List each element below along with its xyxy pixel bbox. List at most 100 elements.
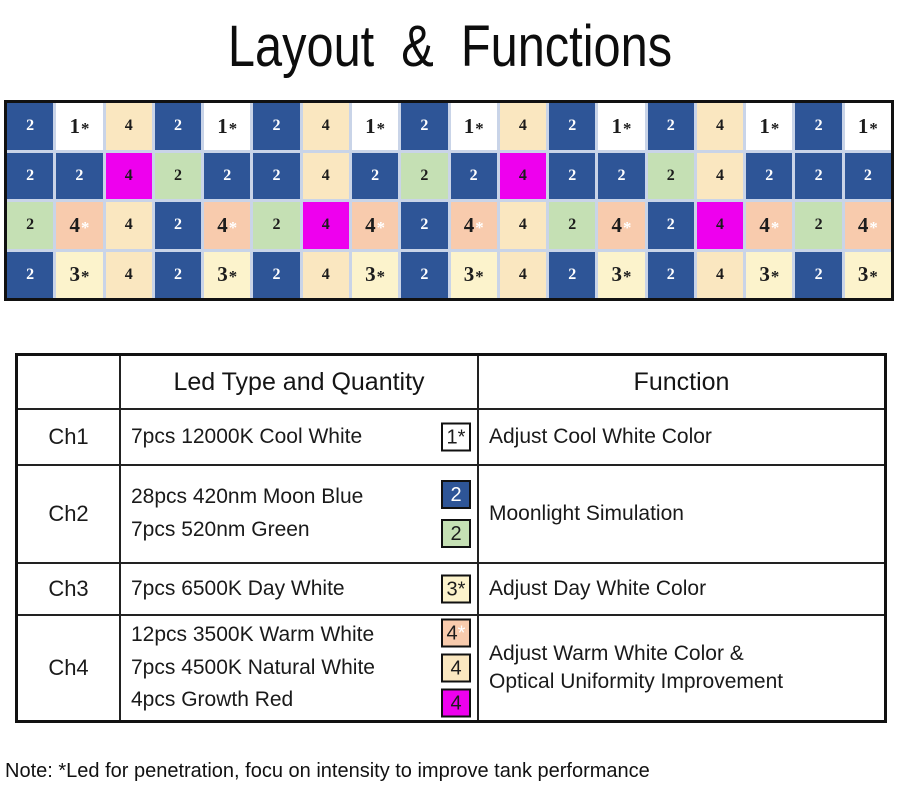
led-cell-r3-c4: 2 [154,202,202,249]
led-cell-r2-c2: 2 [56,152,103,199]
led-swatch: 3* [441,574,471,604]
led-cell-r1-c14: 2 [647,103,694,150]
led-cell-r3-c18: 4* [844,202,891,249]
header-cell-led-type: Led Type and Quantity [119,356,477,408]
led-cell-r4-c14: 2 [647,251,694,298]
led-cell-r3-c7: 4 [302,202,349,249]
led-cell-r1-c16: 1* [746,103,793,150]
channel-cell: Ch4 [48,655,89,680]
led-cell-r4-c4: 2 [154,251,202,298]
led-swatch: 2 [441,519,471,548]
led-cell-r3-c13: 4* [598,202,645,249]
swatch-stack: 1* [441,422,471,452]
led-cell-r2-c16: 2 [746,152,793,199]
led-cell-r4-c15: 4 [696,251,744,298]
led-cell-r1-c5: 1* [204,103,251,150]
led-type-cell: 7pcs 12000K Cool White 1* [119,410,477,464]
led-cell-r1-c4: 2 [154,103,202,150]
led-cell-r4-c3: 4 [105,251,152,298]
led-cell-r1-c2: 1* [56,103,103,150]
led-swatch: 2 [441,480,471,509]
led-cell-r4-c7: 4 [302,251,349,298]
table-row-ch1: Ch1 7pcs 12000K Cool White 1*Adjust Cool W… [18,408,884,464]
led-cell-r2-c4: 2 [154,152,202,199]
led-line: 7pcs 12000K Cool White [131,424,363,448]
led-line: 28pcs 420nm Moon Blue [131,485,364,509]
led-line: 4pcs Growth Red [131,688,294,712]
led-cell-r3-c10: 4* [450,202,497,249]
led-cell-r2-c6: 2 [253,152,300,199]
led-cell-r2-c9: 2 [401,152,448,199]
led-cell-r4-c18: 3* [844,251,891,298]
led-cell-r4-c12: 2 [549,251,596,298]
led-cell-r1-c15: 4 [696,103,744,150]
led-cell-r1-c10: 1* [450,103,497,150]
led-cell-r2-c8: 2 [351,152,399,199]
led-cell-r4-c17: 2 [795,251,842,298]
led-cell-r3-c15: 4 [696,202,744,249]
led-cell-r3-c5: 4* [204,202,251,249]
led-cell-r4-c16: 3* [746,251,793,298]
led-cell-r1-c8: 1* [351,103,399,150]
led-cell-r3-c9: 2 [401,202,448,249]
led-cell-r3-c1: 2 [7,202,54,249]
led-cell-r4-c13: 3* [598,251,645,298]
led-cell-r1-c9: 2 [401,103,448,150]
channel-cell: Ch1 [48,424,89,449]
led-cell-r3-c11: 4 [499,202,547,249]
led-table: Led Type and Quantity Function Ch1 7pcs 1… [15,353,887,723]
led-cell-r4-c9: 2 [401,251,448,298]
led-cell-r2-c1: 2 [7,152,54,199]
led-cell-r2-c18: 2 [844,152,891,199]
led-swatch: 4 [441,688,471,718]
led-cell-r2-c13: 2 [598,152,645,199]
led-swatch: 1* [441,422,471,452]
led-line: 12pcs 3500K Warm White [131,623,375,647]
led-cell-r3-c17: 2 [795,202,842,249]
led-line: 7pcs 6500K Day White [131,576,345,600]
led-type-cell: 7pcs 6500K Day White 3* [119,564,477,614]
channel-cell: Ch2 [48,501,89,526]
page-title: Layout & Functions [227,13,673,79]
channel-cell: Ch3 [48,576,89,601]
swatch-stack: 3* [441,574,471,604]
led-cell-r4-c11: 4 [499,251,547,298]
led-cell-r1-c17: 2 [795,103,842,150]
led-cell-r4-c1: 2 [7,251,54,298]
function-cell: Adjust Cool White Color [477,410,884,464]
led-cell-r3-c6: 2 [253,202,300,249]
led-cell-r3-c3: 4 [105,202,152,249]
note-text: Note: *Led for penetration, focu on inte… [5,760,650,782]
led-cell-r4-c10: 3* [450,251,497,298]
led-cell-r3-c16: 4* [746,202,793,249]
led-cell-r3-c14: 2 [647,202,694,249]
led-cell-r1-c18: 1* [844,103,891,150]
led-cell-r1-c13: 1* [598,103,645,150]
header-cell-function: Function [477,356,884,408]
led-cell-r2-c10: 2 [450,152,497,199]
led-cell-r2-c17: 2 [795,152,842,199]
function-cell: Adjust Warm White Color & Optical Unifor… [477,616,884,720]
led-cell-r1-c6: 2 [253,103,300,150]
led-cell-r2-c3: 4 [105,152,152,199]
led-cell-r2-c12: 2 [549,152,596,199]
led-cell-r4-c8: 3* [351,251,399,298]
function-cell: Moonlight Simulation [477,466,884,562]
led-cell-r2-c14: 2 [647,152,694,199]
led-cell-r1-c7: 4 [302,103,349,150]
led-swatch: 4* [441,618,471,648]
led-cell-r3-c8: 4* [351,202,399,249]
led-cell-r2-c7: 4 [302,152,349,199]
led-cell-r2-c15: 4 [696,152,744,199]
led-cell-r1-c12: 2 [549,103,596,150]
led-cell-r1-c1: 2 [7,103,54,150]
led-cell-r2-c5: 2 [204,152,251,199]
led-cell-r1-c3: 4 [105,103,152,150]
